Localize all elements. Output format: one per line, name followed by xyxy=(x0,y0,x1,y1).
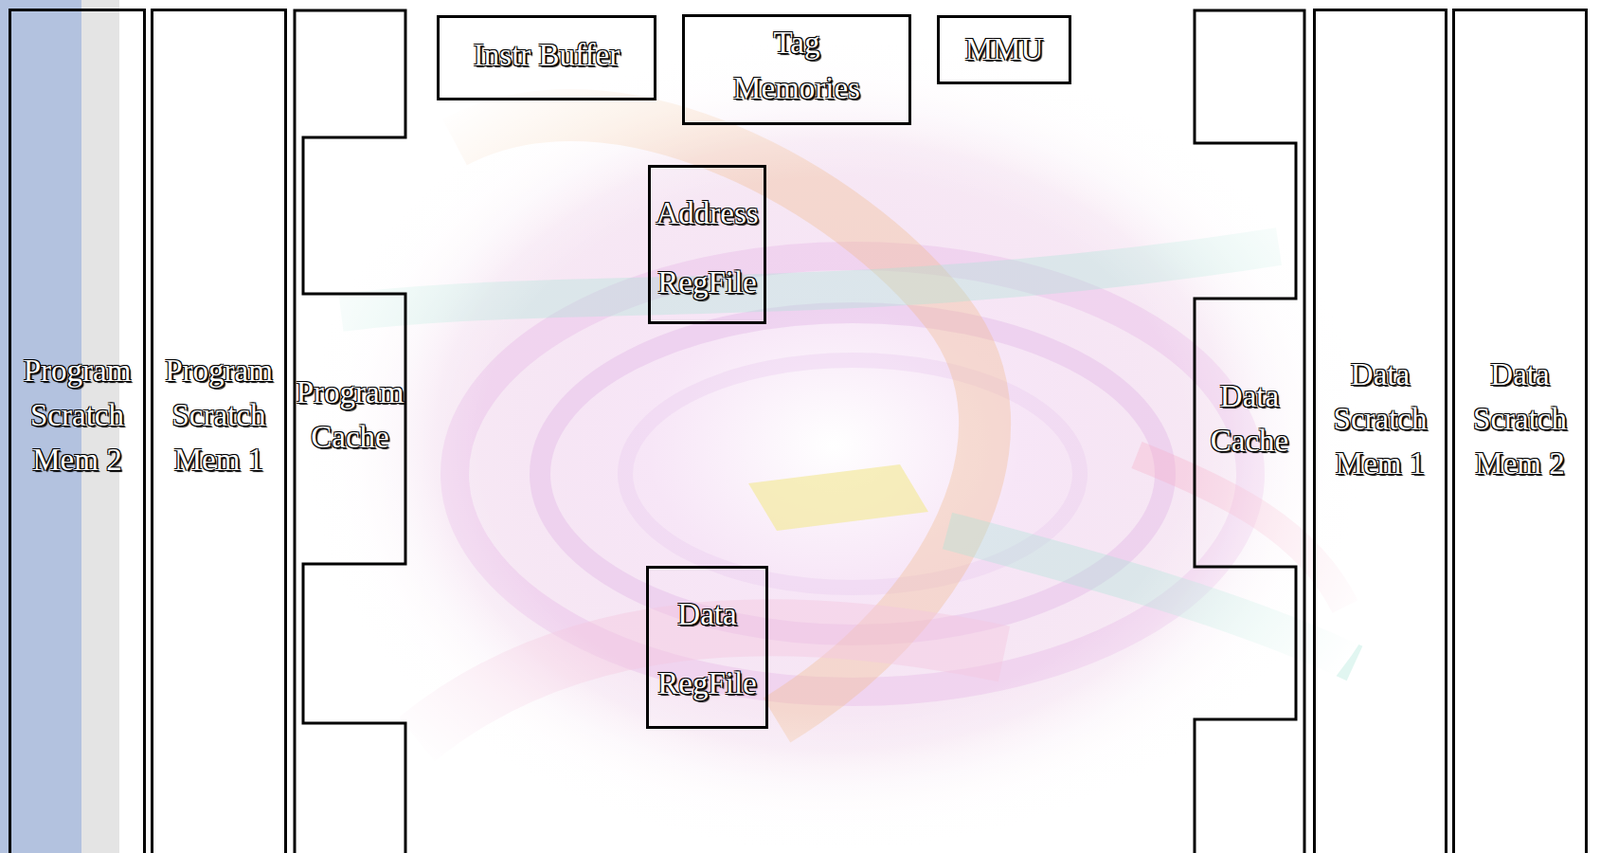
block-label: Data Scratch Mem 1 xyxy=(1333,352,1428,486)
memory-bank: Data Scratch Mem 2 xyxy=(1452,8,1588,853)
block-label: Data Scratch Mem 2 xyxy=(1473,352,1567,486)
block-label: Program Cache xyxy=(296,370,405,460)
block-label: Data Cache xyxy=(1210,374,1289,464)
block-label: Instr Buffer xyxy=(473,33,620,78)
cache-outline xyxy=(294,10,406,853)
register-file: Address RegFile xyxy=(647,164,767,324)
block-label: MMU xyxy=(965,27,1044,72)
block-label: Program Scratch Mem 2 xyxy=(23,348,132,483)
block-label: Data RegFile xyxy=(657,579,757,718)
cache-outline xyxy=(1194,10,1305,853)
mmu-box: MMU xyxy=(936,15,1072,85)
buffer-box: Instr Buffer xyxy=(436,15,657,101)
memory-bank: Program Scratch Mem 2 xyxy=(8,8,146,853)
register-file: Data RegFile xyxy=(646,565,769,729)
block-label: Tag Memories xyxy=(733,20,861,112)
block-label: Program Scratch Mem 1 xyxy=(164,348,273,483)
swirl-artwork xyxy=(246,0,1421,853)
memory-bank: Program Scratch Mem 1 xyxy=(150,8,288,853)
memory-bank: Data Scratch Mem 1 xyxy=(1312,8,1448,853)
block-label: Address RegFile xyxy=(655,179,758,317)
memory-box: Tag Memories xyxy=(682,14,912,126)
cache-block: Data Cache xyxy=(1194,10,1305,853)
cache-block: Program Cache xyxy=(294,10,406,853)
